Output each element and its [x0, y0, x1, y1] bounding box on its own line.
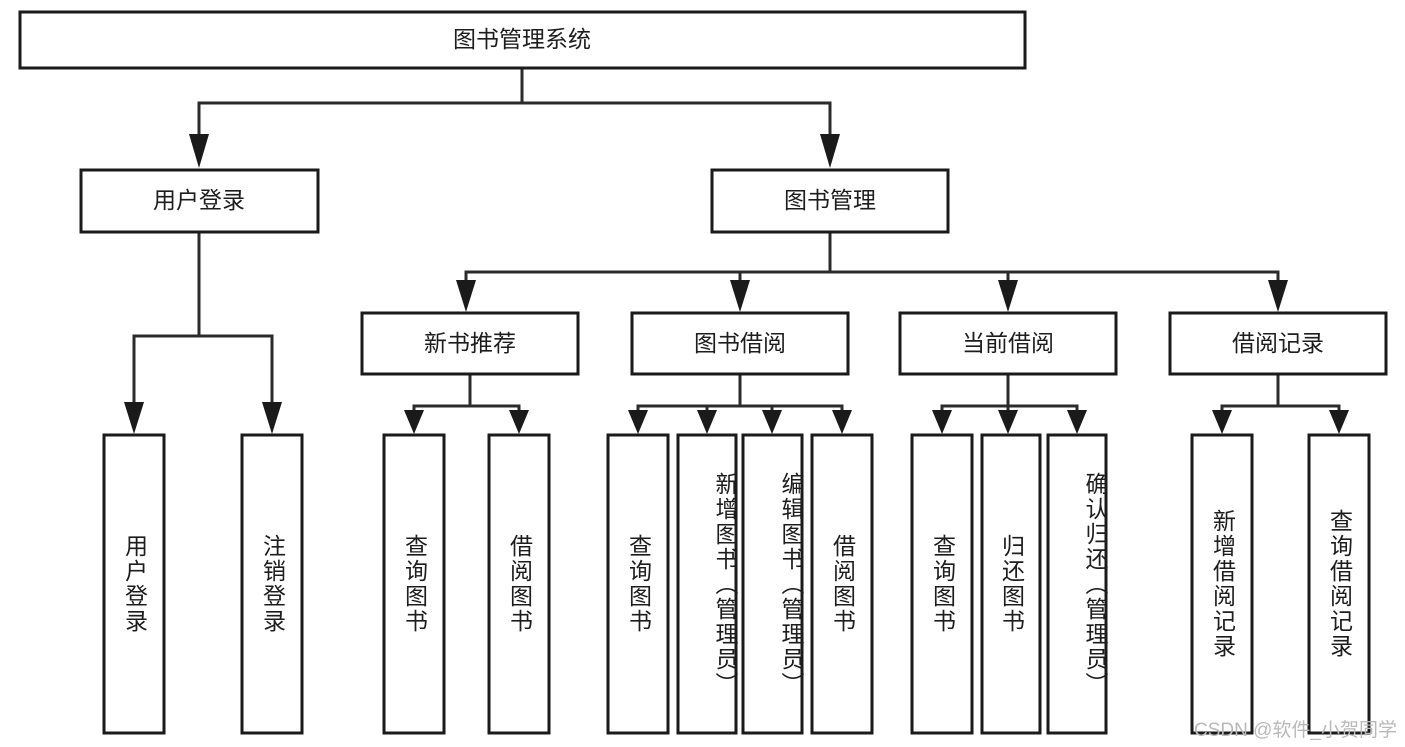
arrowhead-leaf-query-book-3	[932, 410, 952, 434]
arrowhead-leaf-query-book-1	[404, 410, 424, 434]
arrowhead-leaf-query-record	[1329, 410, 1349, 434]
arrowhead-to-new-book-recommend	[456, 280, 476, 312]
node-box-root[interactable]	[18, 10, 1027, 70]
arrowhead-to-current-borrow	[998, 280, 1018, 312]
node-box-book-manage[interactable]	[710, 168, 950, 234]
connector-borrowrecord-to-leaves	[1212, 372, 1349, 434]
node-box-leaf-query-book-1[interactable]	[382, 433, 446, 735]
connector-userlogin-to-leaves	[124, 230, 282, 434]
arrowhead-leaf-query-book-2	[628, 410, 648, 434]
arrowhead-to-user-login	[189, 134, 209, 168]
node-label-current-borrow: 当前借阅	[962, 330, 1054, 356]
arrowhead-leaf-add-book	[697, 410, 717, 434]
node-box-leaf-borrow-book-1[interactable]	[487, 433, 551, 735]
node-label-book-borrow: 图书借阅	[694, 330, 786, 356]
node-box-leaf-add-record[interactable]	[1190, 433, 1254, 735]
node-box-leaf-borrow-book-2[interactable]	[810, 433, 874, 735]
csdn-watermark: CSDN @软件_小贺同学	[1194, 720, 1397, 741]
arrowhead-to-book-manage	[820, 134, 840, 168]
node-box-borrow-record[interactable]	[1168, 311, 1388, 376]
node-box-leaf-add-book[interactable]	[676, 433, 738, 735]
node-box-leaf-logout-login[interactable]	[240, 433, 304, 735]
arrowhead-leaf-edit-book	[762, 410, 782, 434]
node-box-leaf-query-book-3[interactable]	[910, 433, 974, 735]
arrowhead-leaf-confirm-return	[1067, 410, 1087, 434]
arrowhead-leaf-user-login	[124, 402, 144, 434]
node-label-borrow-record: 借阅记录	[1232, 330, 1324, 356]
node-box-leaf-query-record[interactable]	[1307, 433, 1371, 735]
node-label-new-book-recommend: 新书推荐	[424, 330, 516, 356]
node-label-book-manage: 图书管理	[784, 187, 876, 213]
arrowhead-leaf-logout-login	[262, 402, 282, 434]
node-box-leaf-user-login[interactable]	[102, 433, 166, 735]
arrowhead-to-book-borrow	[730, 280, 750, 312]
connector-newbook-to-leaves	[404, 372, 529, 434]
node-label-user-login: 用户登录	[153, 187, 245, 213]
arrowhead-leaf-return-book	[998, 410, 1018, 434]
node-box-new-book-recommend[interactable]	[360, 311, 580, 376]
arrowhead-leaf-add-record	[1212, 410, 1232, 434]
node-box-book-borrow[interactable]	[630, 311, 850, 376]
connector-currentborrow-to-leaves	[932, 372, 1087, 434]
node-box-leaf-return-book[interactable]	[980, 433, 1042, 735]
node-box-leaf-query-book-2[interactable]	[606, 433, 670, 735]
node-label-root: 图书管理系统	[453, 26, 591, 52]
connector-bookmanage-to-level3	[456, 230, 1288, 312]
node-box-user-login[interactable]	[79, 168, 320, 234]
arrowhead-leaf-borrow-book-1	[509, 410, 529, 434]
arrowhead-to-borrow-record	[1268, 280, 1288, 312]
connector-root-to-level2	[189, 66, 840, 168]
arrowhead-leaf-borrow-book-2	[832, 410, 852, 434]
node-box-leaf-edit-book[interactable]	[741, 433, 804, 735]
node-box-leaf-confirm-return[interactable]	[1046, 433, 1108, 735]
connector-bookborrow-to-leaves	[628, 372, 852, 434]
node-box-current-borrow[interactable]	[898, 311, 1118, 376]
